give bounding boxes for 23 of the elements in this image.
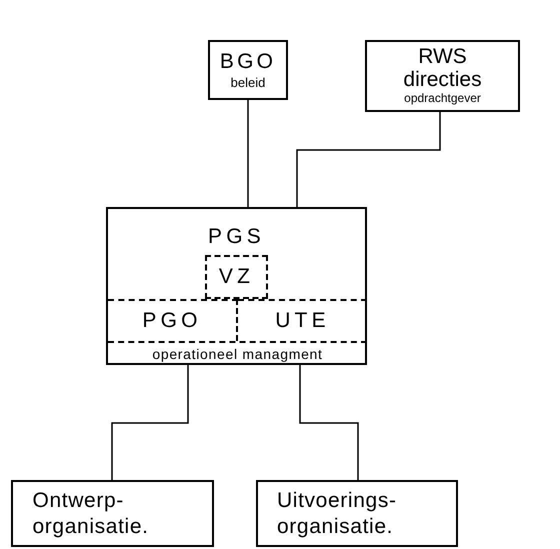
node-label: PGO xyxy=(142,308,202,334)
org-box xyxy=(365,40,520,112)
org-box xyxy=(11,480,214,547)
dashed-box xyxy=(205,255,268,299)
dashed-cell xyxy=(108,299,238,341)
org-box xyxy=(106,207,367,365)
node-label: opdrachtgever xyxy=(404,90,481,106)
node-label: beleid xyxy=(230,75,266,92)
org-box xyxy=(256,480,458,547)
node-label: Ontwerp- organisatie. xyxy=(32,488,150,539)
connector-line xyxy=(299,365,359,480)
connector-line xyxy=(247,100,249,207)
org-box xyxy=(208,40,288,100)
connector-line xyxy=(296,112,441,207)
node-label: BGO xyxy=(220,48,276,75)
node-label: Uitvoerings- organisatie. xyxy=(277,488,398,539)
node-label: operationeel managment xyxy=(152,344,323,364)
node-label: PGS xyxy=(207,224,266,250)
node-label: UTE xyxy=(275,308,330,334)
dashed-band xyxy=(108,341,367,365)
node-label: RWS directies xyxy=(402,46,483,91)
connector-line xyxy=(111,365,189,480)
node-label: VZ xyxy=(218,264,254,290)
